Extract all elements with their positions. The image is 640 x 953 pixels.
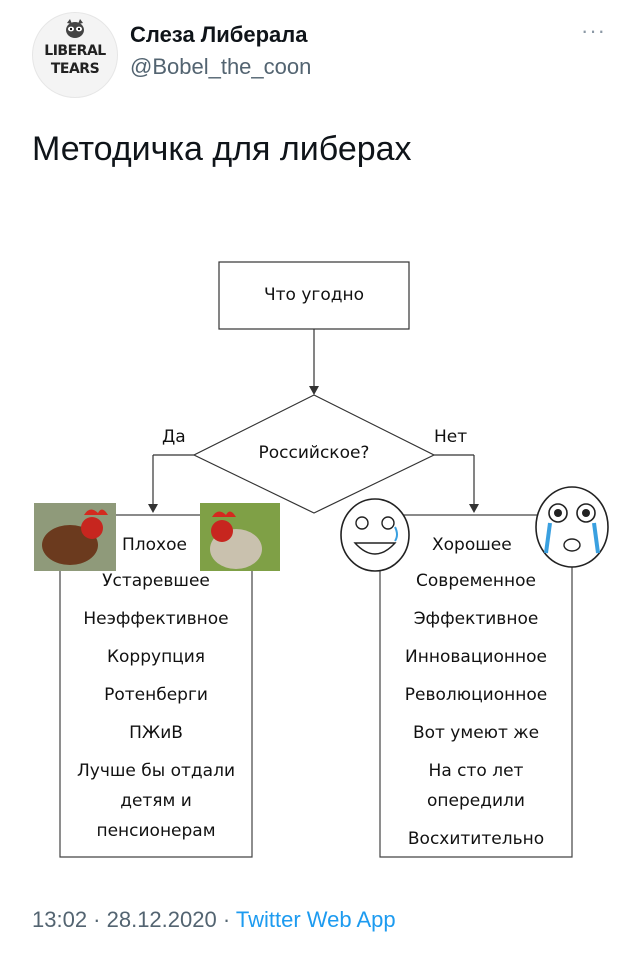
tweet-text: Методичка для либерах xyxy=(32,130,412,168)
right-list-box xyxy=(379,514,573,858)
flowchart-image: Что угодно Российское? Да Нет Плохое Уст… xyxy=(0,245,640,870)
avatar-text-line2: TEARS xyxy=(50,61,100,77)
list-item: Восхитительно xyxy=(407,829,545,849)
more-dots-icon[interactable]: ··· xyxy=(581,18,606,43)
flowchart-lines xyxy=(34,261,609,858)
list-item: На сто лет xyxy=(428,761,524,781)
rage-face-crying-icon xyxy=(535,486,609,568)
list-item: Революционное xyxy=(404,685,548,705)
rooster-right-icon xyxy=(200,503,280,571)
list-item: Устаревшее xyxy=(102,571,210,591)
avatar-text-line1: LIBERAL xyxy=(44,43,106,59)
list-item: Неэффективное xyxy=(83,609,229,629)
left-list-box xyxy=(59,514,253,858)
list-item: пенсионерам xyxy=(96,821,216,841)
list-item: Инновационное xyxy=(405,647,547,667)
decision-label: Российское? xyxy=(258,443,370,463)
no-label: Нет xyxy=(434,427,468,447)
left-header: Плохое xyxy=(122,535,187,555)
source-link[interactable]: Twitter Web App xyxy=(235,907,396,932)
user-handle[interactable]: @Bobel_the_coon xyxy=(130,54,312,79)
list-item: опередили xyxy=(427,791,525,811)
decision-diamond xyxy=(192,394,436,514)
yes-label: Да xyxy=(162,427,186,447)
timestamp[interactable]: 13:02 · 28.12.2020 · xyxy=(32,907,236,932)
avatar[interactable]: LIBERAL TEARS xyxy=(32,12,118,98)
raccoon-logo-icon xyxy=(66,19,84,38)
list-item: Вот умеют же xyxy=(412,723,540,743)
rooster-left-icon xyxy=(34,503,116,571)
start-label: Что угодно xyxy=(263,285,365,305)
list-item: Современное xyxy=(416,571,536,591)
right-header: Хорошее xyxy=(432,535,512,555)
list-item: Ротенберги xyxy=(104,685,208,705)
display-name[interactable]: Слеза Либерала xyxy=(130,22,308,47)
start-box xyxy=(218,261,410,330)
tweet-meta: 13:02 · 28.12.2020 · Twitter Web App xyxy=(32,907,396,933)
list-item: детям и xyxy=(120,791,192,811)
tweet-header: LIBERAL TEARS Слеза Либерала @Bobel_the_… xyxy=(0,0,640,100)
list-item: Эффективное xyxy=(413,609,539,629)
list-item: ПЖиВ xyxy=(129,723,183,743)
rage-face-laughing-icon xyxy=(340,498,410,572)
list-item: Лучше бы отдали xyxy=(76,761,235,781)
list-item: Коррупция xyxy=(106,647,206,667)
